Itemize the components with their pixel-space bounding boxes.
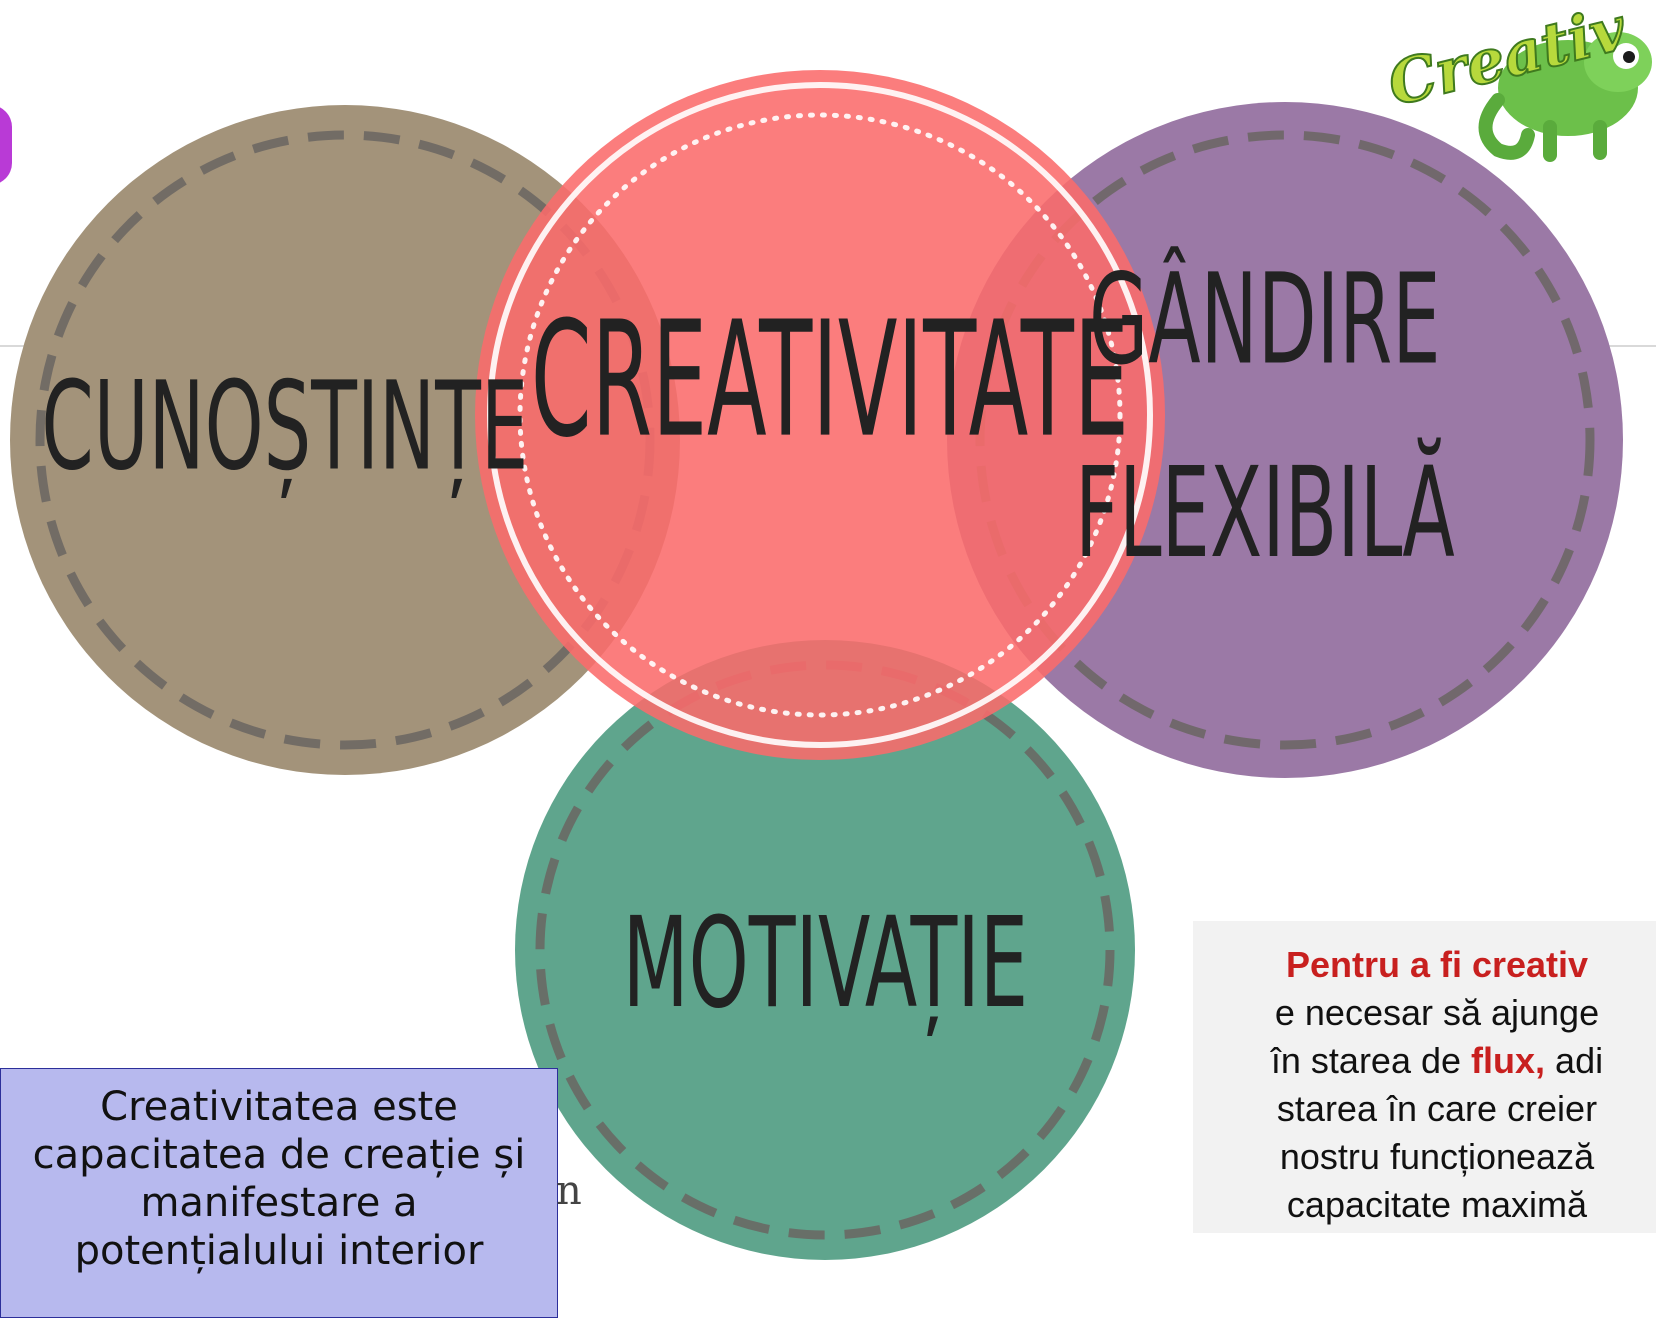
stray-char: n bbox=[556, 1168, 582, 1214]
definition-line-4: potențialului interior bbox=[74, 1228, 484, 1274]
flux-keyword: flux, bbox=[1471, 1040, 1546, 1081]
flux-line-2: e necesar să ajunge bbox=[1274, 992, 1600, 1033]
purple-tab-marker bbox=[0, 105, 12, 185]
flux-line-3-pre: în starea de bbox=[1270, 1040, 1472, 1081]
flux-line-6: capacitate maximă bbox=[1286, 1184, 1588, 1225]
label-motivatie: MOTIVAȚIE bbox=[623, 892, 1028, 1037]
label-creativitate: CREATIVITATE bbox=[531, 288, 1129, 473]
definition-line-2: capacitatea de creație și bbox=[32, 1132, 526, 1178]
circle-creativitate bbox=[475, 70, 1165, 760]
flux-line-3-post: adi bbox=[1545, 1040, 1604, 1081]
flux-line-3: în starea de flux, adi bbox=[1211, 1037, 1656, 1085]
definition-line-3: manifestare a bbox=[140, 1180, 418, 1226]
chameleon-icon bbox=[1478, 32, 1652, 162]
label-gandire: GÂNDIRE bbox=[1089, 246, 1441, 393]
creativ-logo: Creativ bbox=[1380, 0, 1652, 162]
definition-box: Creativitatea este capacitatea de creați… bbox=[0, 1068, 558, 1318]
flux-line-5: nostru funcționează bbox=[1279, 1136, 1595, 1177]
flux-line-1: Pentru a fi creativ bbox=[1285, 944, 1589, 985]
label-flexibila: FLEXIBILĂ bbox=[1075, 437, 1455, 587]
flux-text-box: Pentru a fi creativ e necesar să ajunge … bbox=[1193, 921, 1656, 1233]
slide-divider-right bbox=[1590, 345, 1656, 347]
circle-motivatie bbox=[515, 640, 1135, 1260]
definition-line-1: Creativitatea este bbox=[100, 1084, 458, 1130]
flux-line-4: starea în care creier bbox=[1276, 1088, 1598, 1129]
label-cunostinte: CUNOȘTINȚE bbox=[41, 355, 528, 498]
